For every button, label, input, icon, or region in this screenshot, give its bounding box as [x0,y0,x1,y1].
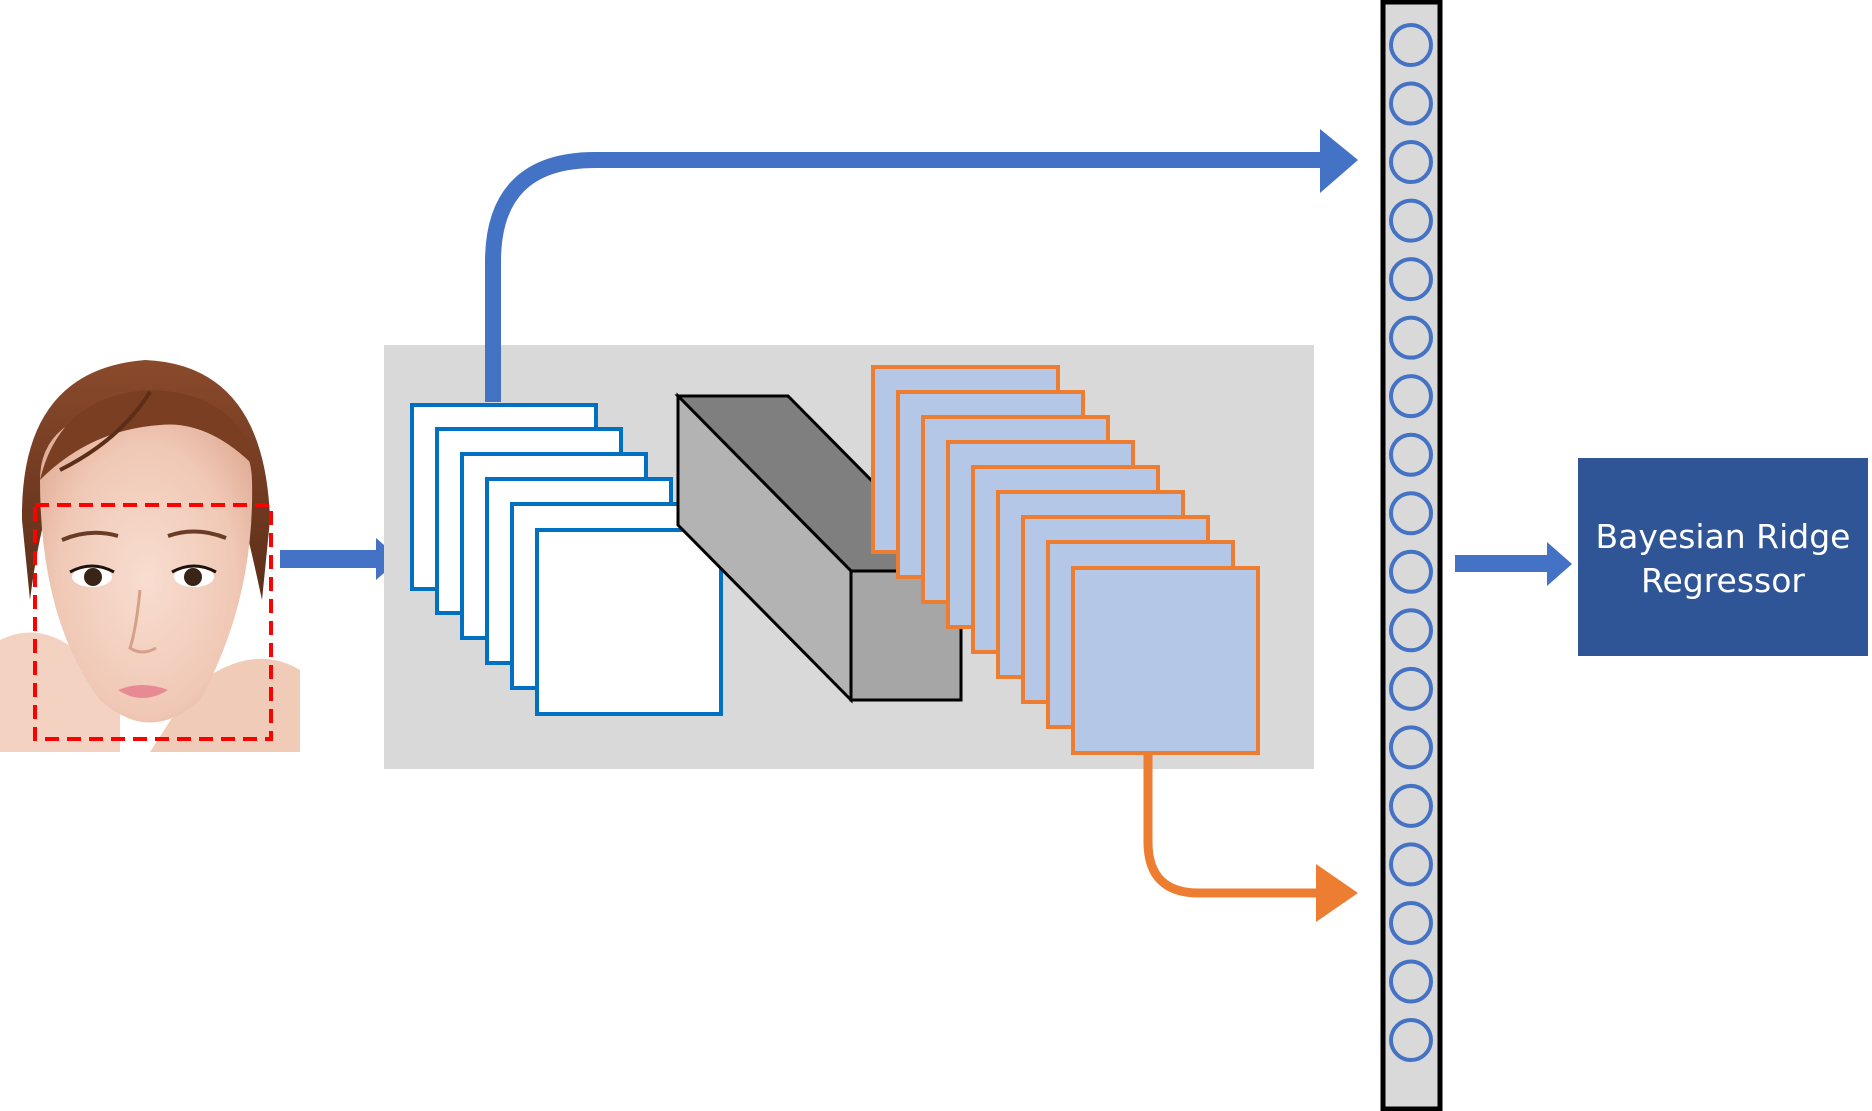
feature-vector [1380,0,1443,1111]
input-arrow [280,538,400,580]
feature-node [1389,198,1433,243]
face-photo [0,360,300,752]
feature-node [1389,81,1433,126]
deep-feature-maps [871,365,1260,755]
regressor-label-line1: Bayesian Ridge [1596,517,1851,556]
feature-node [1389,374,1433,419]
feature-node [1389,725,1433,770]
early-feature-arrow [485,129,1358,402]
regressor-box: Bayesian Ridge Regressor [1578,458,1868,656]
feature-node [1389,140,1433,185]
feature-node [1389,666,1433,711]
feature-node [1389,1018,1433,1062]
feature-node [1389,315,1433,360]
feature-node [1389,608,1433,653]
feature-node [1389,23,1433,67]
output-arrow [1455,542,1572,586]
feature-node [1389,257,1433,302]
deep-feature-arrow [1143,753,1358,922]
feature-node [1389,432,1433,477]
cnn-block [674,392,965,704]
feature-node [1389,549,1433,594]
feature-node [1389,900,1433,945]
feature-node [1389,959,1433,1004]
feature-node [1389,783,1433,828]
early-feature-maps [410,403,723,716]
feature-node [1389,842,1433,887]
feature-node [1389,491,1433,536]
face-crop-box [33,503,273,741]
regressor-label-line2: Regressor [1641,561,1805,600]
